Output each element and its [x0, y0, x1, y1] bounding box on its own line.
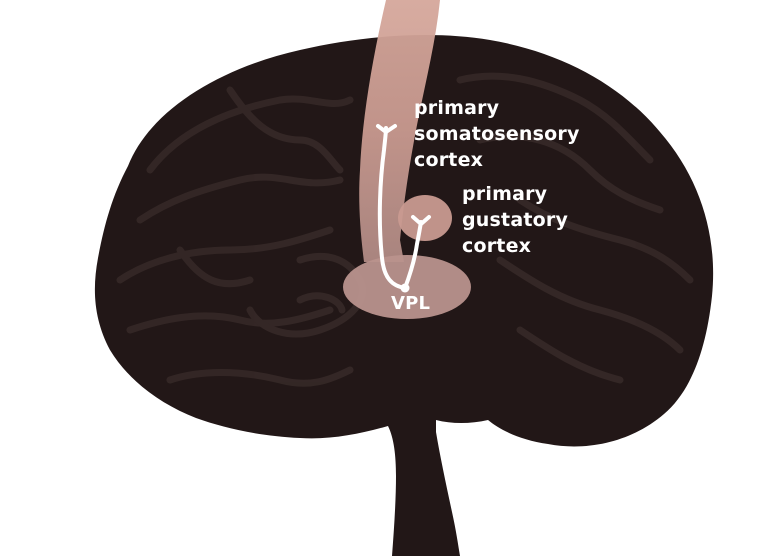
primary-gustatory-cortex-label: primary gustatory cortex — [462, 181, 568, 259]
label-line: somatosensory — [414, 123, 580, 145]
vpl-label: VPL — [391, 291, 430, 317]
label-line: VPL — [391, 293, 431, 314]
label-line: cortex — [462, 235, 532, 257]
gustatory-terminal-fork — [411, 215, 431, 226]
label-line: primary — [462, 183, 548, 205]
vpl-node — [400, 283, 410, 293]
neural-pathways — [376, 124, 431, 290]
label-line: primary — [414, 97, 500, 119]
label-line: gustatory — [462, 209, 569, 231]
brain-gyri — [116, 72, 694, 387]
primary-somatosensory-cortex-label: primary somatosensory cortex — [414, 95, 580, 173]
somatosensory-terminal-fork — [376, 124, 397, 134]
label-line: cortex — [414, 149, 484, 171]
somatosensory-pathway — [377, 126, 407, 290]
gustatory-pathway — [403, 220, 423, 290]
